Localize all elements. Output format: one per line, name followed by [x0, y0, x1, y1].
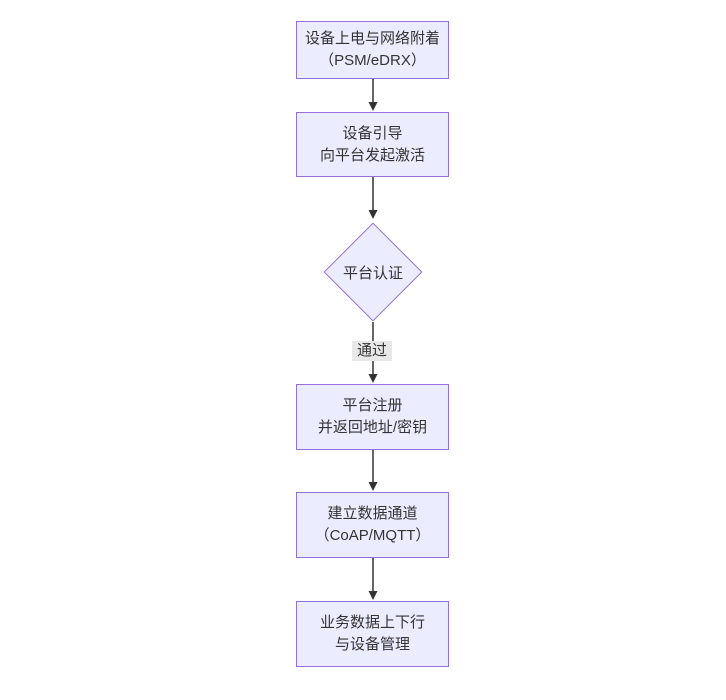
edge-label-pass: 通过 [352, 341, 392, 361]
edge-arrow-4-5 [368, 558, 378, 600]
node-data-channel-label: 建立数据通道 （CoAP/MQTT） [314, 505, 431, 544]
node-data-channel: 建立数据通道 （CoAP/MQTT） [296, 492, 449, 558]
edge-arrow-0-1 [368, 79, 378, 111]
node-device-bootstrap: 设备引导 向平台发起激活 [296, 112, 449, 177]
node-power-network-attach-label: 设备上电与网络附着 （PSM/eDRX） [304, 30, 440, 69]
node-business-data-label: 业务数据上下行 与设备管理 [319, 614, 425, 653]
node-business-data: 业务数据上下行 与设备管理 [296, 601, 449, 667]
node-power-network-attach: 设备上电与网络附着 （PSM/eDRX） [296, 21, 449, 79]
edge-arrow-3-4 [368, 450, 378, 491]
node-platform-auth: 平台认证 [323, 222, 423, 322]
node-platform-auth-label: 平台认证 [342, 264, 403, 282]
node-device-bootstrap-label: 设备引导 向平台发起激活 [319, 124, 425, 164]
node-platform-register: 平台注册 并返回地址/密钥 [296, 384, 449, 450]
node-platform-register-label: 平台注册 并返回地址/密钥 [317, 397, 428, 436]
edge-arrow-1-2 [368, 177, 378, 219]
